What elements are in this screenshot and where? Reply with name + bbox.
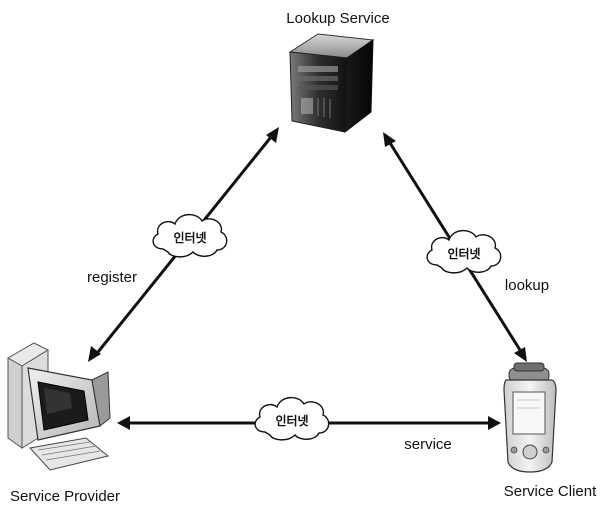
arrowhead-to-provider-icon [117,416,130,430]
lookup-service-label: Lookup Service [286,10,389,27]
lookup-label: lookup [505,277,549,294]
register-label: register [87,269,137,286]
arrowhead-to-client-icon [488,416,501,430]
lookup-cloud-text: 인터넷 [447,246,480,261]
arrowhead-to-provider-icon [88,346,101,362]
lookup-internet-cloud: 인터넷 [426,229,502,274]
service-client-node: Service Client [503,362,597,500]
server-icon [288,33,375,134]
arrowhead-to-lookup-icon [383,132,396,147]
register-cloud-text: 인터넷 [173,230,206,245]
service-provider-label: Service Provider [10,488,120,505]
arrowhead-to-lookup-icon [266,127,279,143]
arrowhead-to-client-icon [514,347,527,362]
service-client-label: Service Client [504,483,597,500]
register-internet-cloud: 인터넷 [152,213,228,258]
service-cloud-text: 인터넷 [275,413,308,428]
cloud-icon [152,213,228,258]
pda-device-icon [503,362,557,473]
service-internet-cloud: 인터넷 [254,396,330,441]
service-label: service [404,436,452,453]
cloud-icon [426,229,502,274]
lookup-service-node: Lookup Service [286,10,390,134]
service-provider-node: Service Provider [6,342,120,505]
desktop-computer-icon [6,342,111,471]
cloud-icon [254,396,330,441]
